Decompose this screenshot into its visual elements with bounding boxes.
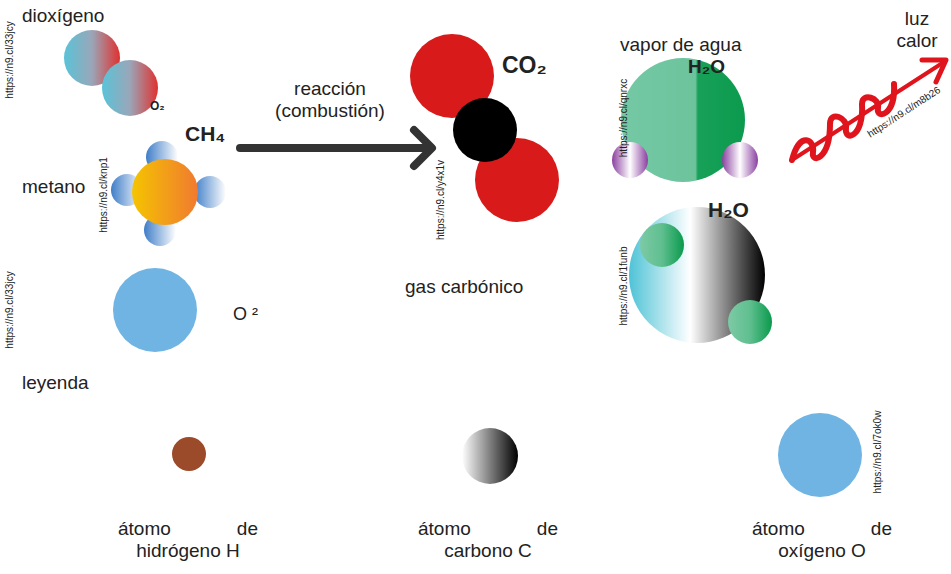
legend-text: átomo de hidrógeno H (118, 518, 258, 562)
molecule-name: vapor de agua (620, 34, 742, 56)
legend-text: átomo de carbono C (418, 518, 558, 562)
molecule-name: dioxígeno (22, 5, 104, 27)
formula: O₂ (150, 100, 165, 114)
formula: CO₂ (502, 52, 547, 78)
legend-title: leyenda (22, 372, 89, 394)
source-url: https://n9.cl/qnrxc (618, 79, 630, 157)
methane-molecule (111, 141, 226, 246)
source-url: https://n9.cl/knp1 (98, 157, 110, 233)
source-url: https://n9.cl/y4x1v (435, 160, 447, 240)
reaction-label: reacción (combustión) (245, 78, 415, 122)
legend-text: átomo de oxígeno O (752, 518, 892, 562)
energy-label: luz calor (884, 8, 950, 52)
reaction-arrow (240, 130, 432, 166)
formula: O ² (233, 304, 258, 325)
source-url: https://n9.cl/1funb (618, 247, 630, 326)
water-molecule (612, 58, 758, 182)
formula: CH₄ (185, 122, 225, 146)
source-url: https://n9.cl/33jcy (4, 271, 16, 348)
source-url: https://n9.cl/7ok0w (872, 411, 884, 494)
source-url: https://n9.cl/33jcy (4, 21, 16, 98)
molecule-name: metano (22, 176, 85, 198)
legend-swatch (778, 413, 862, 497)
water-molecule (629, 207, 772, 344)
formula: H₂O (708, 198, 749, 222)
formula: H₂O (688, 56, 725, 78)
carbon-atom-sample (462, 428, 518, 484)
co2-molecule (410, 34, 559, 222)
molecule-name: gas carbónico (405, 276, 523, 298)
oxygen-atom (113, 268, 197, 352)
dioxygen-molecule (64, 30, 158, 116)
legend-swatch (172, 437, 206, 471)
energy-arrow (792, 60, 946, 160)
